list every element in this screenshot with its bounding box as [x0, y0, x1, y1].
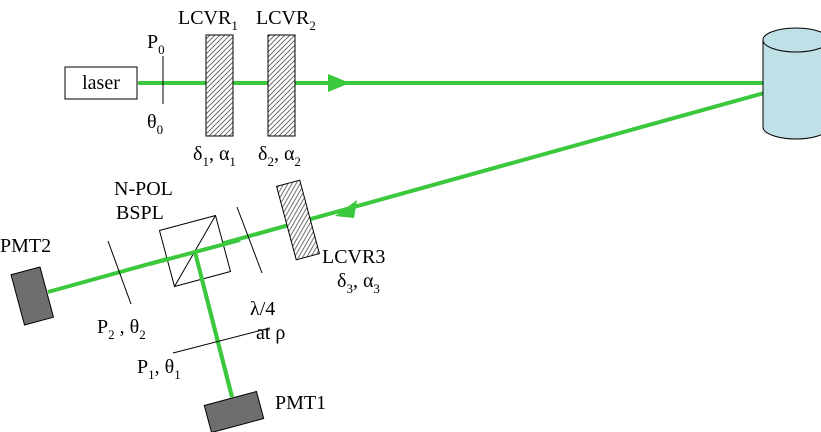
lcvr1-plate: [205, 34, 234, 137]
lcvr2-label: LCVR2: [256, 7, 316, 33]
pmt1-label: PMT1: [275, 392, 326, 414]
return-beam-arrow: [335, 200, 357, 218]
polarizer-p2: [107, 240, 132, 305]
polarizer-p1: [172, 327, 271, 354]
pmt2-label: PMT2: [0, 235, 51, 257]
laser-label: laser: [82, 72, 120, 94]
p1-label: P1, θ1: [137, 356, 181, 382]
bs-line1: N-POL: [114, 178, 173, 200]
sample-cylinder: [762, 27, 821, 140]
quarter-wave-plate: [236, 206, 263, 274]
incident-beam-arrow: [328, 74, 350, 92]
p2-label: P2 , θ2: [97, 316, 146, 342]
lcvr1-params: δ1, α1: [193, 143, 236, 169]
laser-box: laser: [64, 66, 138, 100]
lcvr3-params: δ3, α3: [337, 270, 380, 296]
split-beam-overlay: [193, 251, 234, 398]
lcvr2-plate: [267, 34, 296, 137]
lcvr2-params: δ2, α2: [258, 143, 301, 169]
lcvr3-plate: [275, 179, 321, 261]
waveplate-line2: at ρ: [256, 322, 285, 344]
lcvr1-label: LCVR1: [178, 7, 238, 33]
pmt2-detector: [10, 266, 55, 326]
return-beam-overlay: [149, 238, 241, 266]
waveplate-line1: λ/4: [250, 298, 275, 320]
p0-label: P0: [147, 31, 165, 57]
lcvr3-label: LCVR3: [322, 246, 385, 268]
bs-line2: BSPL: [116, 202, 164, 224]
pmt1-detector: [203, 390, 265, 432]
theta0-label: θ0: [147, 111, 163, 137]
